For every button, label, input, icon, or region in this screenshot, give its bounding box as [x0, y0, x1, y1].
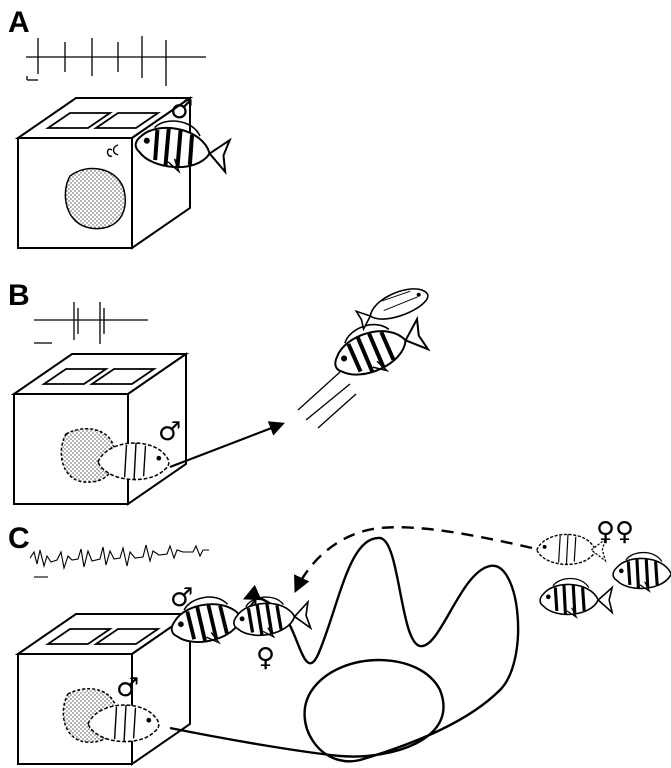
- panel-b-upper-fish: [355, 282, 431, 331]
- panel-b-speed-lines: [298, 372, 356, 428]
- panel-c-female-fish: [232, 593, 312, 641]
- panel-a-label: A: [8, 6, 30, 39]
- panel-c-pair-female-symbol: ♀: [256, 643, 275, 673]
- panel-c-female-fish-lower: [540, 579, 612, 618]
- panel-a-sound-trace: [26, 36, 206, 86]
- panel-b: B ♂: [8, 279, 431, 504]
- panel-b-label: B: [8, 279, 30, 312]
- panel-c-females-symbol: ♀♀: [596, 517, 634, 547]
- panel-b-sound-trace: [34, 302, 148, 344]
- panel-c-nest-block: [18, 614, 190, 764]
- panel-b-male-symbol: ♂: [158, 417, 181, 447]
- panel-a-nest-block: [18, 98, 190, 248]
- panel-c-pair-male-symbol: ♂: [170, 583, 193, 613]
- panel-c-nest-male-symbol: ♂: [116, 673, 139, 703]
- panel-c-sound-trace: [30, 545, 209, 577]
- panel-c-female-path: [296, 527, 532, 590]
- panel-c: C ♂ ♂ ♀: [8, 517, 671, 764]
- panel-a-male-symbol: ♂: [170, 95, 193, 125]
- panel-c-female-fish-right: [613, 553, 671, 592]
- panel-c-label: C: [8, 522, 30, 555]
- panel-b-swimming-fish: [326, 308, 430, 386]
- panel-a: A ♂: [8, 6, 231, 248]
- panel-c-swim-path: [170, 538, 518, 761]
